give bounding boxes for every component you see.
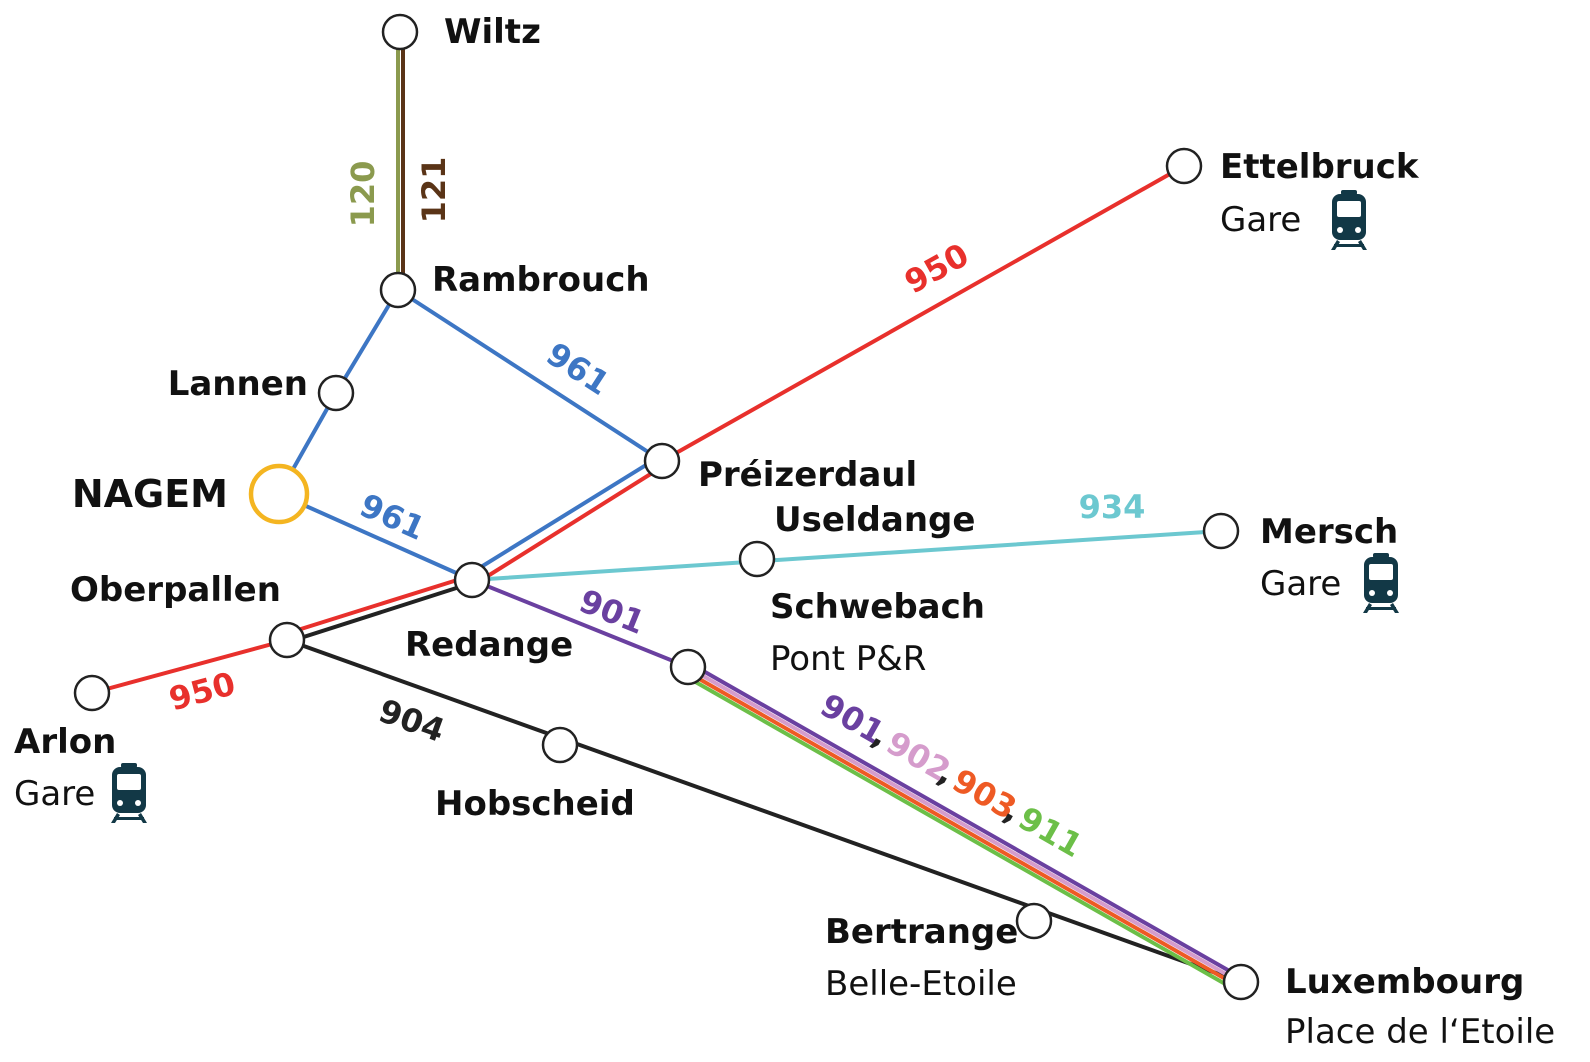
stop-sub-schwebach: Pont P&R (770, 639, 926, 679)
train-icon (1331, 190, 1367, 250)
stop-label-hobscheid: Hobscheid (435, 784, 635, 824)
route-950-line-preizerdaul-redange (473, 463, 667, 586)
route-904-line-oberpallen-luxembourg (285, 638, 1243, 984)
route-label-961-top: 961 (540, 335, 617, 403)
lines-layer (90, 32, 1243, 991)
stop-label-schwebach: Schwebach (770, 587, 985, 627)
route-label-961-bottom: 961 (354, 486, 430, 548)
route-911-line-bundle (683, 674, 1236, 991)
stop-schwebach[interactable] (669, 648, 707, 686)
stop-label-nagem: NAGEM (72, 472, 228, 516)
stop-redange[interactable] (453, 561, 491, 599)
route-903-line-bundle (685, 670, 1238, 987)
route-934-line (470, 529, 1223, 582)
stop-label-oberpallen: Oberpallen (70, 570, 281, 610)
stop-rambrouch[interactable] (379, 271, 417, 309)
route-961-line-rambrouch-preizerdaul (396, 288, 664, 463)
route-961-line-rambrouch-lannen (334, 288, 400, 395)
stop-labels-layer: Wiltz Rambrouch Lannen NAGEM Préizerdaul… (14, 12, 1555, 1052)
route-950-line-oberpallen-arlon (90, 638, 289, 695)
stop-ettelbruck[interactable] (1165, 147, 1203, 185)
stop-label-arlon: Arlon (14, 722, 116, 762)
stop-sub-arlon: Gare (14, 774, 95, 814)
stop-preizerdaul[interactable] (643, 442, 681, 480)
stop-sub-luxembourg: Place de l‘Etoile (1285, 1012, 1555, 1052)
route-901-line-bundle (689, 662, 1242, 979)
route-904-line-redange-oberpallen (286, 581, 474, 644)
stop-bertrange[interactable] (1015, 902, 1053, 940)
route-961-line-preizerdaul-redange (466, 455, 661, 577)
route-961-line-nagem-redange (277, 492, 474, 582)
stop-label-redange: Redange (405, 625, 573, 665)
route-label-950-bottom: 950 (165, 664, 239, 718)
stop-label-useldange: Useldange (774, 500, 975, 540)
stop-label-ettelbruck: Ettelbruck (1220, 147, 1420, 187)
stop-luxembourg[interactable] (1222, 963, 1260, 1001)
stop-sub-bertrange: Belle-Etoile (825, 964, 1017, 1004)
stop-sub-mersch: Gare (1260, 564, 1341, 604)
stop-useldange[interactable] (738, 540, 776, 578)
stop-mersch[interactable] (1202, 512, 1240, 550)
route-label-120: 120 (344, 161, 382, 228)
stop-label-mersch: Mersch (1260, 512, 1398, 552)
route-950-line-ettelbruck-preizerdaul (660, 164, 1186, 463)
route-bundle-labels: 901 , 902 , 903 , 911 (814, 686, 1089, 865)
train-icon (111, 763, 147, 823)
route-label-904: 904 (374, 691, 450, 750)
route-902-line-bundle (687, 666, 1240, 983)
stop-lannen[interactable] (317, 374, 355, 412)
route-901-line-redange-schwebach (470, 578, 690, 669)
stop-label-wiltz: Wiltz (444, 12, 541, 52)
stop-label-preizerdaul: Préizerdaul (698, 455, 917, 495)
stop-label-bertrange: Bertrange (825, 912, 1018, 952)
route-label-121: 121 (415, 157, 453, 224)
route-950-line-redange-oberpallen (283, 574, 472, 636)
stop-label-luxembourg: Luxembourg (1285, 962, 1524, 1002)
stops-layer (73, 13, 1260, 1001)
stop-nagem[interactable] (248, 463, 310, 525)
stop-hobscheid[interactable] (541, 726, 579, 764)
route-label-901: 901 (574, 582, 650, 642)
route-label-934: 934 (1079, 488, 1146, 526)
stop-oberpallen[interactable] (268, 621, 306, 659)
stop-label-lannen: Lannen (168, 364, 308, 404)
stop-sub-ettelbruck: Gare (1220, 200, 1301, 240)
stop-wiltz[interactable] (381, 13, 419, 51)
stop-label-rambrouch: Rambrouch (432, 260, 650, 300)
train-icon (1363, 553, 1399, 613)
stop-arlon[interactable] (73, 674, 111, 712)
